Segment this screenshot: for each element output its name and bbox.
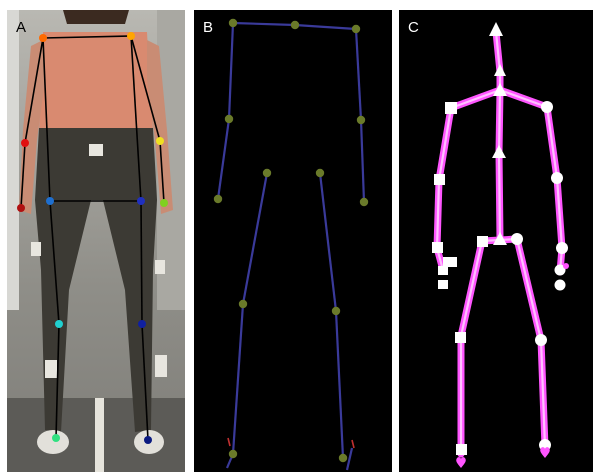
- square-marker-icon: [438, 280, 448, 289]
- circle-marker-icon: [535, 334, 547, 346]
- foot-marker-left: [228, 438, 230, 446]
- panel-c: C: [399, 10, 593, 472]
- keypoint-elbow-right: [156, 137, 164, 145]
- heart-marker-icon: [456, 457, 466, 468]
- bone-core-spine: [499, 90, 500, 239]
- bone-upper-arm-right: [356, 29, 361, 120]
- bone-upper-arm-left: [229, 23, 233, 119]
- dot-marker-icon: [563, 263, 569, 269]
- square-marker-icon: [477, 236, 488, 247]
- bone-shoulder-right: [295, 25, 356, 29]
- keypoint-knee-left: [55, 320, 63, 328]
- panel-a-figure: [7, 10, 185, 472]
- tape-marker: [155, 260, 165, 274]
- joint-shoulder-right: [352, 25, 360, 33]
- joint-knee-left: [239, 300, 247, 308]
- tape-marker: [31, 242, 41, 256]
- triangle-marker-icon: [492, 145, 506, 158]
- panel-c-figure: [399, 10, 593, 472]
- hair: [63, 10, 129, 24]
- joint-hip-right: [316, 169, 324, 177]
- panel-b: B: [194, 10, 392, 472]
- joint-wrist-right: [360, 198, 368, 206]
- square-marker-icon: [438, 266, 448, 275]
- keypoint-knee-right: [138, 320, 146, 328]
- circle-marker-icon: [555, 280, 566, 291]
- tape-marker: [45, 360, 57, 378]
- joint-ankle-right: [339, 454, 347, 462]
- square-marker-icon: [434, 174, 445, 185]
- keypoint-shoulder-right: [127, 32, 135, 40]
- bone-shoulder-left: [233, 23, 295, 25]
- keypoint-ankle-right: [144, 436, 152, 444]
- door-frame: [7, 10, 19, 310]
- panel-b-label: B: [203, 20, 213, 35]
- joint-neck: [291, 21, 299, 29]
- bone-leg-left: [461, 241, 482, 454]
- bone-shank-left: [233, 304, 243, 454]
- keypoint-wrist-right: [160, 199, 168, 207]
- keypoint-elbow-left: [21, 139, 29, 147]
- joint-knee-right: [332, 307, 340, 315]
- circle-marker-icon: [551, 172, 563, 184]
- joint-hip-left: [263, 169, 271, 177]
- circle-marker-icon: [541, 101, 553, 113]
- joint-wrist-left: [214, 195, 222, 203]
- keypoint-ankle-left: [52, 434, 60, 442]
- keypoint-hip-left: [46, 197, 54, 205]
- square-marker-icon: [432, 242, 443, 253]
- triangle-marker-icon: [489, 22, 503, 36]
- bone-foot-right: [347, 448, 352, 470]
- joint-elbow-right: [357, 116, 365, 124]
- floor-tape-stripe: [95, 398, 104, 472]
- thigh-right: [141, 201, 142, 324]
- bone-thigh-left: [243, 173, 267, 304]
- panel-a-label: A: [16, 20, 26, 35]
- bone-forearm-right: [361, 120, 364, 202]
- joint-ankle-left: [229, 450, 237, 458]
- foot-marker-right: [352, 440, 354, 448]
- keypoint-hip-right: [137, 197, 145, 205]
- panel-b-figure: [194, 10, 392, 472]
- panel-a: A: [7, 10, 185, 472]
- left-shoe: [37, 430, 69, 454]
- joint-shoulder-left: [229, 19, 237, 27]
- panel-c-markers: [432, 22, 568, 455]
- square-marker-icon: [443, 257, 457, 267]
- triangle-marker-icon: [494, 64, 506, 76]
- circle-marker-icon: [511, 233, 523, 245]
- joint-elbow-left: [225, 115, 233, 123]
- bone-shank-right: [336, 311, 343, 458]
- tape-marker: [89, 144, 103, 156]
- tape-marker: [155, 355, 167, 377]
- bone-forearm-left: [218, 119, 229, 199]
- square-marker-icon: [445, 102, 457, 114]
- square-marker-icon: [456, 444, 467, 455]
- panel-b-skeleton: [218, 23, 364, 470]
- circle-marker-icon: [556, 242, 568, 254]
- panel-c-label: C: [408, 20, 419, 35]
- square-marker-icon: [455, 332, 466, 343]
- panel-b-foot-markers: [228, 438, 354, 448]
- keypoint-wrist-left: [17, 204, 25, 212]
- bone-thigh-right: [320, 173, 336, 311]
- keypoint-shoulder-left: [39, 34, 47, 42]
